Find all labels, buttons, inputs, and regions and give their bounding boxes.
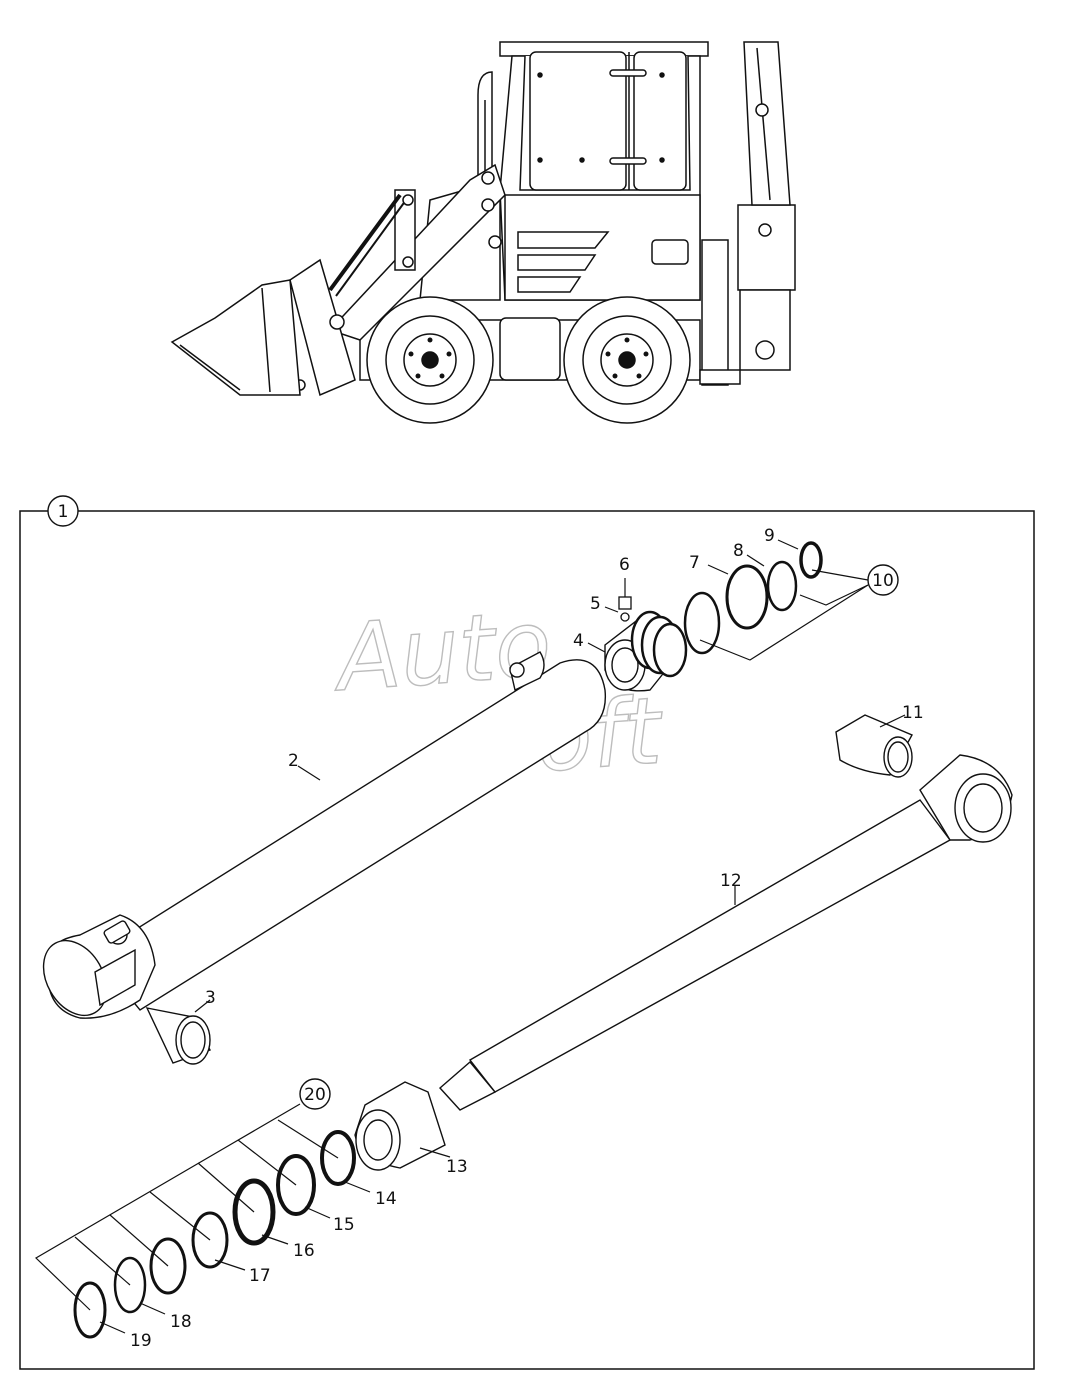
- piston-part-4: [604, 610, 688, 692]
- backhoe-loader-illustration: [170, 41, 796, 424]
- ball-part-5: [620, 612, 630, 622]
- label-16: 16: [293, 1241, 315, 1261]
- label-9: 9: [764, 526, 775, 546]
- set-screw-part-6: [618, 578, 632, 610]
- label-5: 5: [590, 594, 601, 614]
- bushing-part-11: [835, 714, 913, 778]
- label-15: 15: [333, 1215, 355, 1235]
- label-19: 19: [130, 1331, 152, 1351]
- label-14: 14: [375, 1189, 397, 1209]
- label-11: 11: [902, 703, 924, 723]
- label-8: 8: [733, 541, 744, 561]
- svg-text:20: 20: [304, 1085, 326, 1105]
- seal-rings-14-19: [73, 1130, 356, 1339]
- assembly-frame: 1: [19, 495, 1035, 1370]
- callout-20: 20: [299, 1078, 331, 1110]
- bushing-part-3: [145, 1007, 211, 1065]
- label-17: 17: [249, 1266, 271, 1286]
- label-3: 3: [205, 988, 216, 1008]
- part-labels: 2 3 4 5 6 7 8 9 11 12 13 14 15 16 17 18 …: [130, 526, 924, 1351]
- label-4: 4: [573, 631, 584, 651]
- svg-text:10: 10: [872, 571, 894, 591]
- seal-rings-7-8-9: [683, 541, 823, 655]
- assembly-callout-circle: [47, 495, 79, 527]
- gland-part-13: [354, 1081, 446, 1171]
- label-6: 6: [619, 555, 630, 575]
- label-7: 7: [689, 553, 700, 573]
- label-18: 18: [170, 1312, 192, 1332]
- callout-10: 10: [867, 564, 899, 596]
- label-13: 13: [446, 1157, 468, 1177]
- piston-rod-part-12: [438, 754, 1013, 1111]
- assembly-number: 1: [58, 502, 69, 522]
- label-12: 12: [720, 871, 742, 891]
- cylinder-barrel: [42, 651, 607, 1019]
- leader-lines: [35, 539, 906, 1334]
- label-2: 2: [288, 751, 299, 771]
